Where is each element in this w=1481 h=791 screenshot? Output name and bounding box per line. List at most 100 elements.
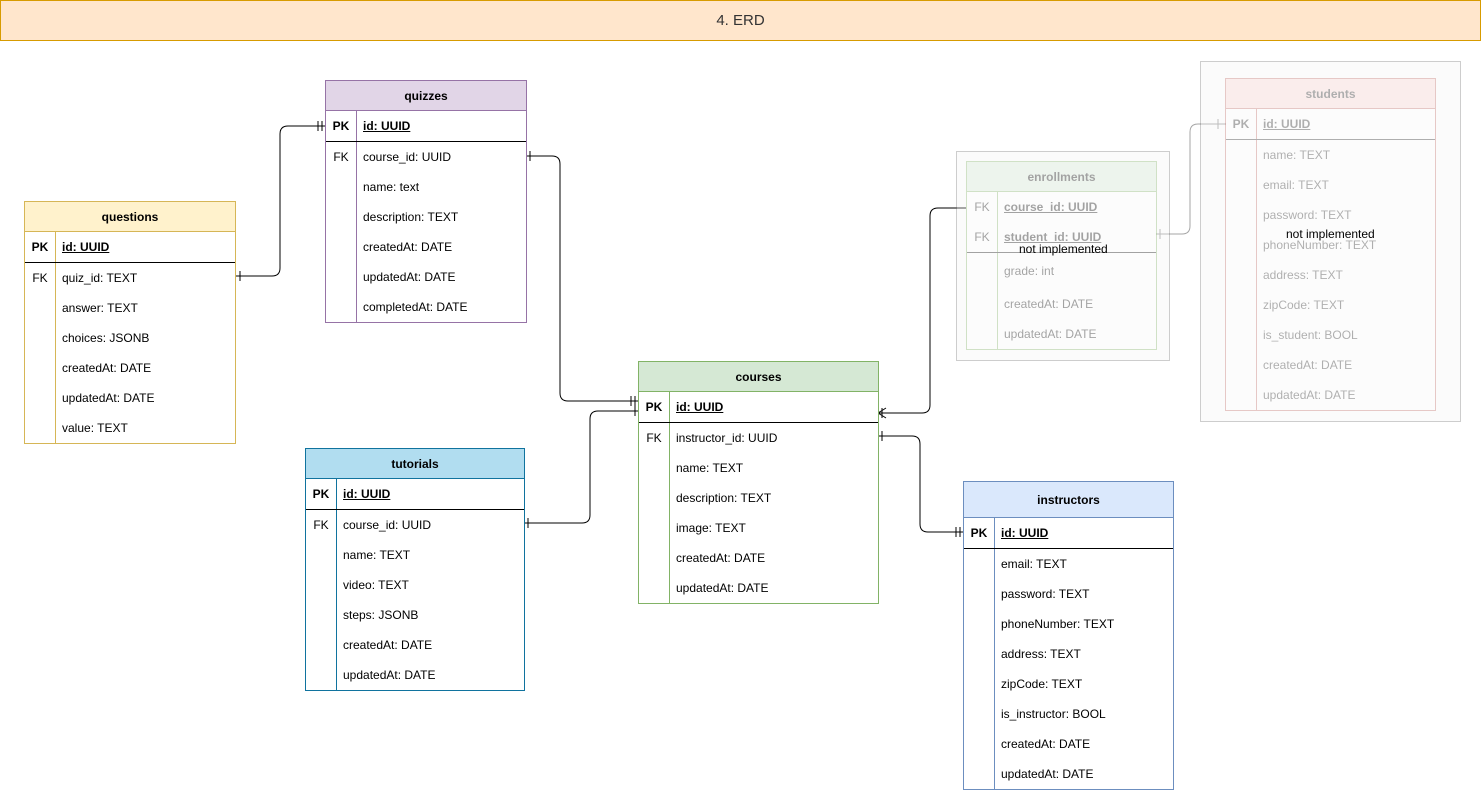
row-field: createdAt: DATE [1226,350,1435,380]
entity-header: instructors [964,482,1173,518]
row-field: description: TEXT [326,202,526,232]
field-label: completedAt: DATE [363,300,468,314]
field-label: updatedAt: DATE [676,581,769,595]
field-label: course_id: UUID [343,518,432,532]
field-label: id: UUID [1263,117,1311,131]
field-label: image: TEXT [676,521,746,535]
row-field: updatedAt: DATE [1226,380,1435,410]
field-label: value: TEXT [62,421,128,435]
key-label: FK [32,271,48,285]
field-label: instructor_id: UUID [676,431,778,445]
row-field: answer: TEXT [25,293,235,323]
field-label: address: TEXT [1263,268,1343,282]
field-label: phoneNumber: TEXT [1001,617,1115,631]
row-field: address: TEXT [964,639,1173,669]
key-label: FK [313,518,329,532]
field-label: grade: int [1004,264,1055,278]
row-field: value: TEXT [25,413,235,443]
entity-questions[interactable]: questions PK id: UUID FK quiz_id: TEXT ans… [24,201,236,444]
row-field: name: text [326,172,526,202]
row-field: createdAt: DATE [967,289,1156,319]
field-label: password: TEXT [1263,208,1352,222]
field-label: is_student: BOOL [1263,328,1358,342]
field-label: updatedAt: DATE [1001,767,1094,781]
not-implemented-label-enrollments: not implemented [1019,242,1108,256]
field-label: steps: JSONB [343,608,419,622]
field-label: updatedAt: DATE [1263,388,1356,402]
key-label: FK [333,150,349,164]
row-field: updatedAt: DATE [306,660,524,690]
field-label: course_id: UUID [363,150,452,164]
field-label: updatedAt: DATE [62,391,155,405]
entity-name: courses [735,369,782,384]
rel-questions-quizzes [236,125,326,277]
row-field: phoneNumber: TEXT [964,609,1173,639]
entity-name: instructors [1037,492,1100,507]
key-label: PK [332,119,350,133]
row-field: grade: int [967,253,1156,289]
row-field: address: TEXT [1226,260,1435,290]
field-label: zipCode: TEXT [1001,677,1083,691]
field-label: name: TEXT [676,461,744,475]
row-primary-key: PK id: UUID [326,111,526,142]
key-label: PK [312,487,330,501]
field-label: phoneNumber: TEXT [1263,238,1377,252]
row-field: updatedAt: DATE [967,319,1156,349]
row-foreign-key: FK student_id: UUID [967,222,1156,253]
not-implemented-group-enrollments [956,151,1170,361]
entity-header: quizzes [326,81,526,111]
row-field: is_instructor: BOOL [964,699,1173,729]
row-field: createdAt: DATE [639,543,878,573]
field-label: quiz_id: TEXT [62,271,138,285]
key-label: FK [974,230,990,244]
entity-quizzes[interactable]: quizzes PK id: UUID FK course_id: UUID nam… [325,80,527,323]
field-label: description: TEXT [363,210,459,224]
entity-header: enrollments [967,162,1156,192]
diagram-title: 4. ERD [0,0,1481,41]
key-label: PK [1232,117,1250,131]
row-primary-key: PK id: UUID [1226,109,1435,140]
field-label: updatedAt: DATE [343,668,436,682]
row-field: choices: JSONB [25,323,235,353]
key-label: PK [31,240,49,254]
field-label: email: TEXT [1001,557,1067,571]
row-field: name: TEXT [639,453,878,483]
row-field: completedAt: DATE [326,292,526,322]
field-label: description: TEXT [676,491,772,505]
row-field: email: TEXT [964,549,1173,579]
field-label: name: TEXT [1263,148,1331,162]
row-field: name: TEXT [1226,140,1435,170]
field-label: createdAt: DATE [1263,358,1353,372]
entity-header: students [1226,79,1435,109]
entity-name: questions [101,209,159,224]
row-field: password: TEXT [964,579,1173,609]
field-label: createdAt: DATE [363,240,453,254]
row-field: updatedAt: DATE [25,383,235,413]
row-field: FK course_id: UUID [326,142,526,172]
row-field: email: TEXT [1226,170,1435,200]
field-label: id: UUID [676,400,724,414]
field-label: id: UUID [363,119,411,133]
row-field: createdAt: DATE [964,729,1173,759]
field-label: name: text [363,180,420,194]
entity-students[interactable]: students PK id: UUID name: TEXT email: TE… [1225,78,1436,411]
entity-name: tutorials [391,456,439,471]
entity-name: enrollments [1027,169,1096,184]
field-label: updatedAt: DATE [1004,327,1097,341]
field-label: id: UUID [1001,526,1049,540]
field-label: student_id: UUID [1004,230,1102,244]
not-implemented-group-students [1200,61,1461,422]
field-label: id: UUID [62,240,110,254]
row-field: video: TEXT [306,570,524,600]
row-field: FK quiz_id: TEXT [25,263,235,293]
row-field: description: TEXT [639,483,878,513]
field-label: createdAt: DATE [62,361,152,375]
field-label: is_instructor: BOOL [1001,707,1106,721]
